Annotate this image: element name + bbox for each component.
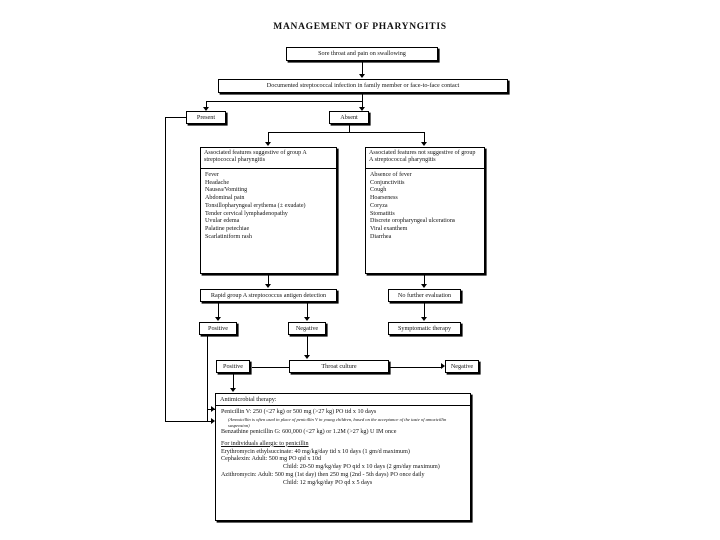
connector-present-left: [165, 117, 186, 118]
connector-not-suggestive-to-no-eval: [424, 274, 425, 285]
list-item: Fever: [205, 172, 219, 178]
therapy-cephalexin-adult: Cephalexin: Adult: 500 mg PO qid x 10d: [221, 456, 322, 463]
arrow-down-throat-culture: [303, 355, 310, 359]
connector-to-suggestive: [268, 132, 269, 143]
list-item: Diarrhea: [370, 233, 392, 240]
node-culture-negative: Negative: [445, 360, 479, 373]
therapy-penicillin-v: Penicillin V: 250 (<27 kg) or 500 mg (>2…: [221, 409, 377, 416]
connector-symptom-contact: [362, 61, 363, 74]
connector-contact-split: [362, 93, 363, 101]
list-item: Nausea/Vomiting: [205, 187, 248, 194]
arrow-right-therapy-from-rapid-positive: [211, 405, 215, 412]
list-item: Uvular edema: [205, 218, 240, 225]
therapy-header: Antimicrobial therapy:: [216, 394, 470, 407]
node-no-further-evaluation: No further evaluation: [388, 289, 461, 302]
page-title: MANAGEMENT OF PHARYNGITIS: [273, 22, 447, 32]
list-item: Tonsillopharyngeal erythema (± exudate): [205, 202, 306, 209]
arrow-down-rapid-test: [264, 284, 271, 288]
node-symptomatic-therapy: Symptomatic therapy: [388, 322, 461, 335]
therapy-allergy-header: For individuals allergic to penicillin: [221, 441, 465, 449]
connector-present-to-therapy: [165, 421, 211, 422]
arrow-down-rapid-negative: [303, 317, 310, 321]
node-documented-contact-label: Documented streptococcal infection in fa…: [266, 82, 460, 90]
arrow-down-symptomatic: [420, 317, 427, 321]
list-item: Conjunctivitis: [370, 179, 405, 186]
node-no-further-evaluation-label: No further evaluation: [397, 291, 452, 299]
panel-not-suggestive-header: Associated features not suggestive of gr…: [366, 148, 484, 169]
connector-culture-to-negative: [389, 366, 441, 368]
connector-to-not-suggestive: [424, 132, 425, 143]
connector-rapid-negative-to-culture: [307, 335, 308, 356]
list-item: Coryza: [370, 202, 388, 209]
therapy-benzathine: Benzathine penicillin G: 600,000 (<27 kg…: [221, 428, 397, 435]
list-item: Discrete oropharyngeal ulcerations: [370, 218, 456, 225]
panel-not-suggestive-list: Absence of fever Conjunctivitis Cough Ho…: [366, 169, 484, 244]
list-item: Headache: [205, 179, 230, 186]
therapy-azithromycin-child: Child: 12 mg/kg/day PO qd x 5 days: [283, 480, 373, 487]
list-item: Viral exanthem: [370, 226, 408, 233]
arrow-down-not-suggestive: [420, 142, 427, 146]
panel-antimicrobial-therapy: Antimicrobial therapy: Penicillin V: 250…: [215, 393, 471, 521]
node-present: Present: [186, 111, 226, 124]
node-culture-positive-label: Positive: [223, 362, 243, 370]
list-item: Abdominal pain: [205, 195, 245, 202]
list-item: Cough: [370, 187, 387, 194]
connector-culture-positive-down: [233, 373, 234, 389]
connector-contact-horizontal: [206, 101, 363, 102]
arrow-right-culture-negative: [441, 363, 445, 369]
list-item: Palatine petechiae: [205, 226, 250, 233]
panel-not-suggestive-features: Associated features not suggestive of gr…: [365, 147, 485, 274]
connector-to-absent: [362, 101, 363, 108]
node-rapid-negative: Negative: [288, 322, 326, 335]
connector-suggestive-to-rapid: [268, 274, 269, 285]
connector-present-down: [165, 117, 166, 421]
arrow-down-contact: [358, 74, 365, 78]
panel-suggestive-header: Associated features suggestive of group …: [201, 148, 336, 169]
therapy-cephalexin-child: Child: 20-50 mg/kg/day PO qid x 10 days …: [283, 464, 440, 471]
arrow-down-suggestive: [264, 142, 271, 146]
arrow-down-present: [202, 107, 209, 111]
node-rapid-positive: Positive: [199, 322, 237, 335]
connector-rapid-to-negative: [307, 302, 308, 318]
node-throat-culture-label: Throat culture: [321, 362, 357, 370]
therapy-erythromycin: Erythromycin ethylsuccinate: 40 mg/kg/da…: [221, 448, 410, 455]
connector-culture-to-positive: [252, 366, 289, 368]
arrow-down-absent: [358, 107, 365, 111]
list-item: Absence of fever: [370, 172, 412, 178]
list-item: Scarlatiniform rash: [205, 233, 252, 240]
node-rapid-positive-label: Positive: [208, 324, 228, 332]
arrow-down-therapy: [229, 388, 236, 392]
node-symptomatic-therapy-label: Symptomatic therapy: [397, 324, 452, 332]
connector-no-eval-to-symptomatic: [424, 302, 425, 318]
connector-absent-horizontal: [268, 132, 424, 133]
node-absent-label: Absent: [340, 113, 358, 121]
node-throat-culture: Throat culture: [289, 360, 389, 373]
node-rapid-antigen-test: Rapid group A streptococcus antigen dete…: [200, 289, 337, 302]
node-present-label: Present: [196, 113, 216, 121]
therapy-allergy-header-text: For individuals allergic to penicillin: [221, 440, 309, 447]
node-sore-throat-label: Sore throat and pain on swallowing: [318, 50, 406, 58]
list-item: Stomatitis: [370, 210, 395, 217]
therapy-body: Penicillin V: 250 (<27 kg) or 500 mg (>2…: [216, 406, 470, 492]
node-culture-negative-label: Negative: [450, 362, 474, 370]
node-absent: Absent: [329, 111, 369, 124]
node-documented-contact: Documented streptococcal infection in fa…: [218, 79, 508, 93]
arrow-right-therapy-from-present: [211, 417, 215, 424]
node-sore-throat: Sore throat and pain on swallowing: [286, 47, 438, 61]
therapy-azithromycin-adult: Azithromycin: Adult: 500 mg (1st day) th…: [221, 472, 425, 479]
therapy-penicillin-note: (Amoxicillin is often used in place of p…: [228, 417, 447, 428]
list-item: Tender cervical lymphadenopathy: [205, 210, 288, 217]
panel-suggestive-features: Associated features suggestive of group …: [200, 147, 337, 274]
connector-absent-split: [349, 124, 350, 132]
list-item: Hoarseness: [370, 195, 398, 202]
connector-rapid-positive-down: [207, 335, 208, 421]
arrow-down-rapid-positive: [214, 317, 221, 321]
connector-to-present: [206, 101, 207, 108]
panel-suggestive-list: Fever Headache Nausea/Vomiting Abdominal…: [201, 169, 336, 244]
arrow-down-no-evaluation: [420, 284, 427, 288]
node-culture-positive: Positive: [216, 360, 250, 373]
connector-rapid-to-positive: [218, 302, 219, 318]
node-rapid-negative-label: Negative: [295, 324, 319, 332]
node-rapid-antigen-test-label: Rapid group A streptococcus antigen dete…: [210, 291, 327, 299]
